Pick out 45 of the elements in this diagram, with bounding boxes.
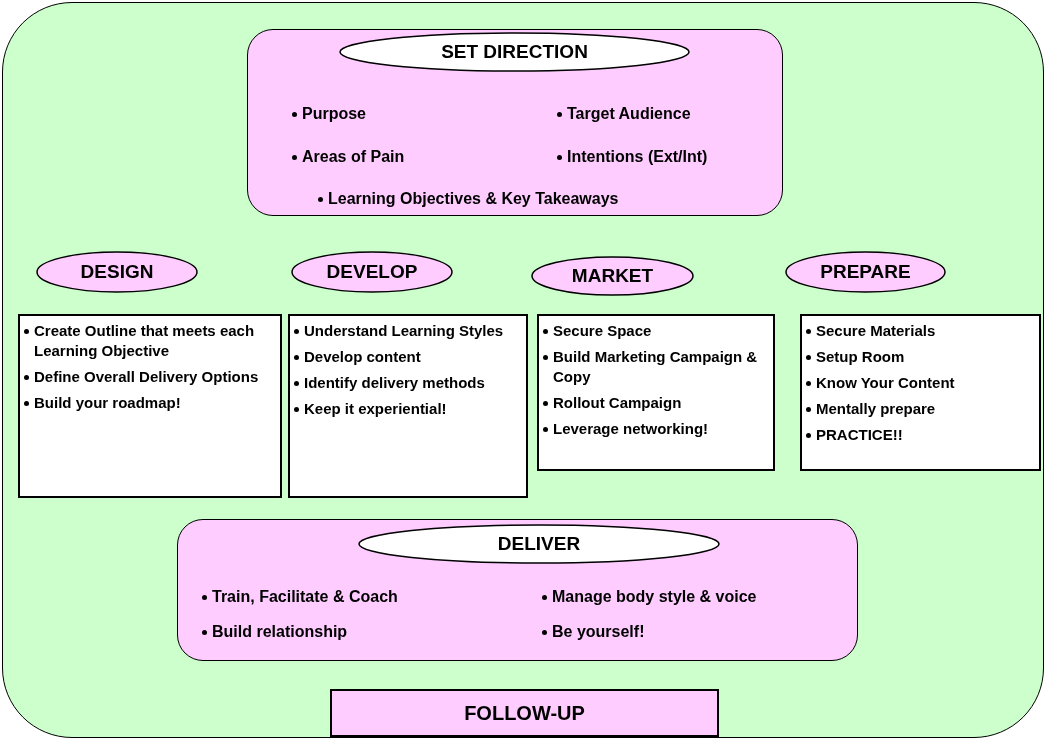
- bullet-item: Setup Room: [816, 347, 905, 367]
- bullet-item: Target Audience: [567, 104, 691, 124]
- bullet-item: Develop content: [304, 347, 421, 367]
- bullet-item: Build Marketing Campaign & Copy: [553, 347, 759, 387]
- bullet-item: Understand Learning Styles: [304, 321, 504, 341]
- bullet-item: Train, Facilitate & Coach: [212, 587, 398, 607]
- bullet-item: Be yourself!: [552, 622, 645, 642]
- bullet-item: Rollout Campaign: [553, 393, 682, 413]
- bullet-item: Build relationship: [212, 622, 348, 642]
- bullet-item: Areas of Pain: [302, 147, 405, 167]
- bullet-item: Learning Objectives & Key Takeaways: [328, 189, 619, 209]
- task-box: [288, 314, 528, 498]
- stage-title: SET DIRECTION: [441, 39, 588, 64]
- task-box: [537, 314, 775, 471]
- stage-title: PREPARE: [820, 259, 911, 284]
- stage-panel: [177, 519, 858, 661]
- bullet-item: Purpose: [302, 104, 366, 124]
- task-box: [18, 314, 282, 498]
- stage-panel: [247, 29, 783, 216]
- bullet-item: Secure Space: [553, 321, 652, 341]
- stage-ellipse: [358, 524, 720, 564]
- bullet-item: Leverage networking!: [553, 419, 709, 439]
- bullet-item: PRACTICE!!: [816, 425, 903, 445]
- stage-ellipse: [339, 32, 690, 72]
- bullet-item: Create Outline that meets each Learning Objective: [34, 321, 256, 361]
- bullet-item: Keep it experiential!: [304, 399, 447, 419]
- stage-ellipse: [785, 251, 946, 293]
- stage-ellipse: [36, 251, 198, 293]
- bullet-item: Build your roadmap!: [34, 393, 181, 413]
- stage-title: DESIGN: [80, 259, 154, 284]
- stage-box: [330, 689, 719, 737]
- stage-ellipse: [531, 256, 694, 296]
- stage-title: DELIVER: [497, 531, 581, 556]
- stage-title: MARKET: [571, 263, 654, 288]
- stage-title: FOLLOW-UP: [464, 701, 585, 726]
- bullet-item: Identify delivery methods: [304, 373, 485, 393]
- bullet-item: Intentions (Ext/Int): [567, 147, 708, 167]
- bullet-item: Define Overall Delivery Options: [34, 367, 259, 387]
- stage-ellipse: [291, 251, 453, 293]
- task-box: [800, 314, 1041, 471]
- bullet-item: Know Your Content: [816, 373, 955, 393]
- bullet-item: Mentally prepare: [816, 399, 936, 419]
- bullet-item: Manage body style & voice: [552, 587, 757, 607]
- stage-title: DEVELOP: [326, 259, 418, 284]
- bullet-item: Secure Materials: [816, 321, 936, 341]
